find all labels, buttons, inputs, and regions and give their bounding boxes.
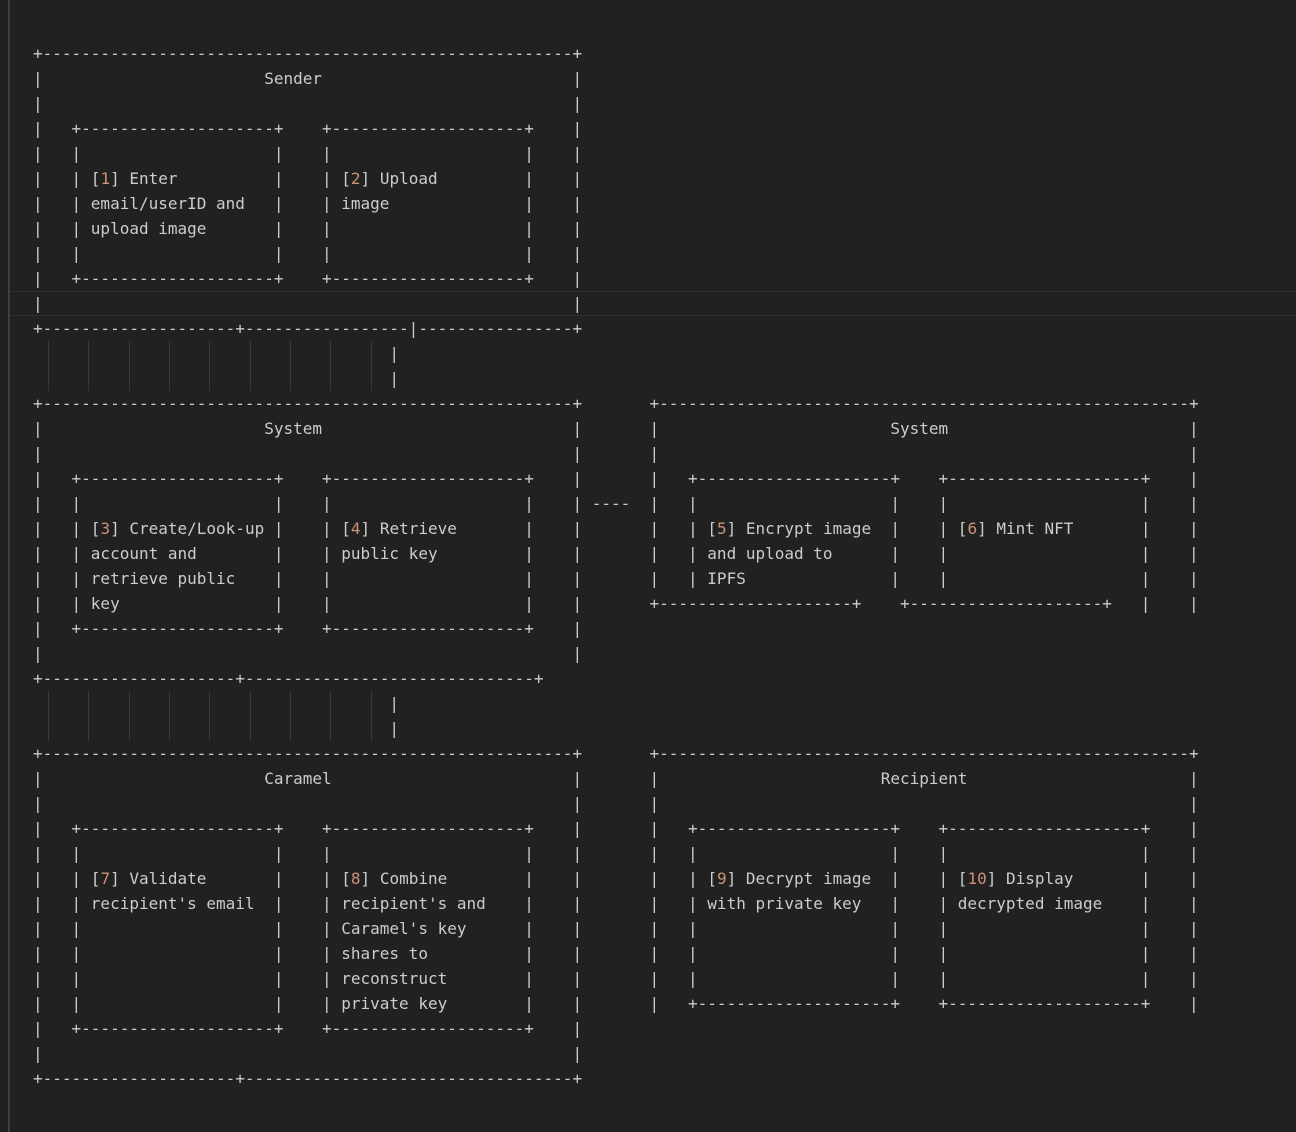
indent-guide: [209, 691, 210, 741]
indent-guide: [88, 691, 89, 741]
diagram-line[interactable]: | | recipient's email | | recipient's an…: [33, 894, 1199, 913]
step-number: 8: [350, 869, 361, 888]
diagram-line[interactable]: +---------------------------------------…: [33, 44, 583, 63]
diagram-line[interactable]: +---------------------------------------…: [33, 394, 1199, 413]
diagram-line[interactable]: | | | | Caramel's key | | | | | | | |: [33, 919, 1199, 938]
indent-guide: [129, 691, 130, 741]
diagram-line[interactable]: | +--------------------+ +--------------…: [33, 819, 1199, 838]
diagram-line[interactable]: | System | | System |: [33, 419, 1199, 438]
diagram-line[interactable]: +--------------------+-----------------|…: [33, 319, 583, 338]
indent-guide: [371, 341, 372, 391]
diagram-line[interactable]: +--------------------+------------------…: [33, 1069, 583, 1088]
step-number: 6: [967, 519, 978, 538]
editor-gutter-border: [8, 0, 10, 1132]
indent-guide: [290, 341, 291, 391]
diagram-line[interactable]: | | | | | | | | | | | |: [33, 844, 1199, 863]
diagram-line[interactable]: | | [7] Validate | | [8] Combine | | | |…: [33, 869, 1199, 888]
diagram-line[interactable]: +---------------------------------------…: [33, 744, 1199, 763]
diagram-line[interactable]: |: [33, 719, 400, 738]
step-number: 4: [350, 519, 361, 538]
step-number: 10: [967, 869, 987, 888]
diagram-line[interactable]: | | | |: [33, 794, 1199, 813]
diagram-line[interactable]: | Sender |: [33, 69, 583, 88]
step-number: 5: [716, 519, 727, 538]
ascii-flow-diagram[interactable]: +---------------------------------------…: [33, 41, 1199, 1091]
diagram-line[interactable]: | +--------------------+ +--------------…: [33, 619, 583, 638]
step-number: 1: [100, 169, 111, 188]
diagram-line[interactable]: |: [33, 369, 400, 388]
step-number: 9: [716, 869, 727, 888]
indent-guide: [169, 691, 170, 741]
diagram-line[interactable]: | +--------------------+ +--------------…: [33, 119, 583, 138]
indent-guide: [250, 341, 251, 391]
indent-guide: [129, 341, 130, 391]
step-number: 2: [350, 169, 361, 188]
indent-guide: [169, 341, 170, 391]
diagram-line[interactable]: |: [33, 344, 400, 363]
indent-guide: [330, 341, 331, 391]
indent-guide: [88, 341, 89, 391]
diagram-line[interactable]: | | | | shares to | | | | | | | |: [33, 944, 1199, 963]
diagram-line[interactable]: | | key | | | | +--------------------+ +…: [33, 594, 1199, 613]
diagram-line[interactable]: |: [33, 694, 400, 713]
diagram-line[interactable]: | +--------------------+ +--------------…: [33, 269, 583, 288]
diagram-line[interactable]: | | [1] Enter | | [2] Upload | |: [33, 169, 583, 188]
diagram-line[interactable]: | +--------------------+ +--------------…: [33, 1019, 583, 1038]
diagram-line[interactable]: +--------------------+------------------…: [33, 669, 544, 688]
diagram-line[interactable]: | | | | reconstruct | | | | | | | |: [33, 969, 1199, 988]
diagram-line[interactable]: | | email/userID and | | image | |: [33, 194, 583, 213]
diagram-line[interactable]: | | [3] Create/Look-up | | [4] Retrieve …: [33, 519, 1199, 538]
diagram-line[interactable]: | | account and | | public key | | | | a…: [33, 544, 1199, 563]
diagram-line[interactable]: | |: [33, 1044, 583, 1063]
indent-guide: [330, 691, 331, 741]
diagram-line[interactable]: | | | | | |: [33, 144, 583, 163]
diagram-line[interactable]: | Caramel | | Recipient |: [33, 769, 1199, 788]
diagram-line[interactable]: | | | |: [33, 444, 1199, 463]
indent-guide: [48, 341, 49, 391]
indent-guide: [371, 691, 372, 741]
diagram-line[interactable]: | | | | | |: [33, 244, 583, 263]
indent-guide: [48, 691, 49, 741]
indent-guide: [250, 691, 251, 741]
diagram-line[interactable]: | +--------------------+ +--------------…: [33, 469, 1199, 488]
diagram-line[interactable]: | | retrieve public | | | | | | IPFS | |…: [33, 569, 1199, 588]
step-number: 3: [100, 519, 111, 538]
indent-guide: [209, 341, 210, 391]
indent-guide: [290, 691, 291, 741]
current-line-highlight: [10, 291, 1296, 316]
diagram-line[interactable]: | | | | private key | | | +-------------…: [33, 994, 1199, 1013]
diagram-line[interactable]: | |: [33, 94, 583, 113]
diagram-line[interactable]: | |: [33, 294, 583, 313]
step-number: 7: [100, 869, 111, 888]
diagram-line[interactable]: | | upload image | | | |: [33, 219, 583, 238]
diagram-line[interactable]: | | | | | | ---- | | | | | |: [33, 494, 1199, 513]
diagram-line[interactable]: | |: [33, 644, 583, 663]
